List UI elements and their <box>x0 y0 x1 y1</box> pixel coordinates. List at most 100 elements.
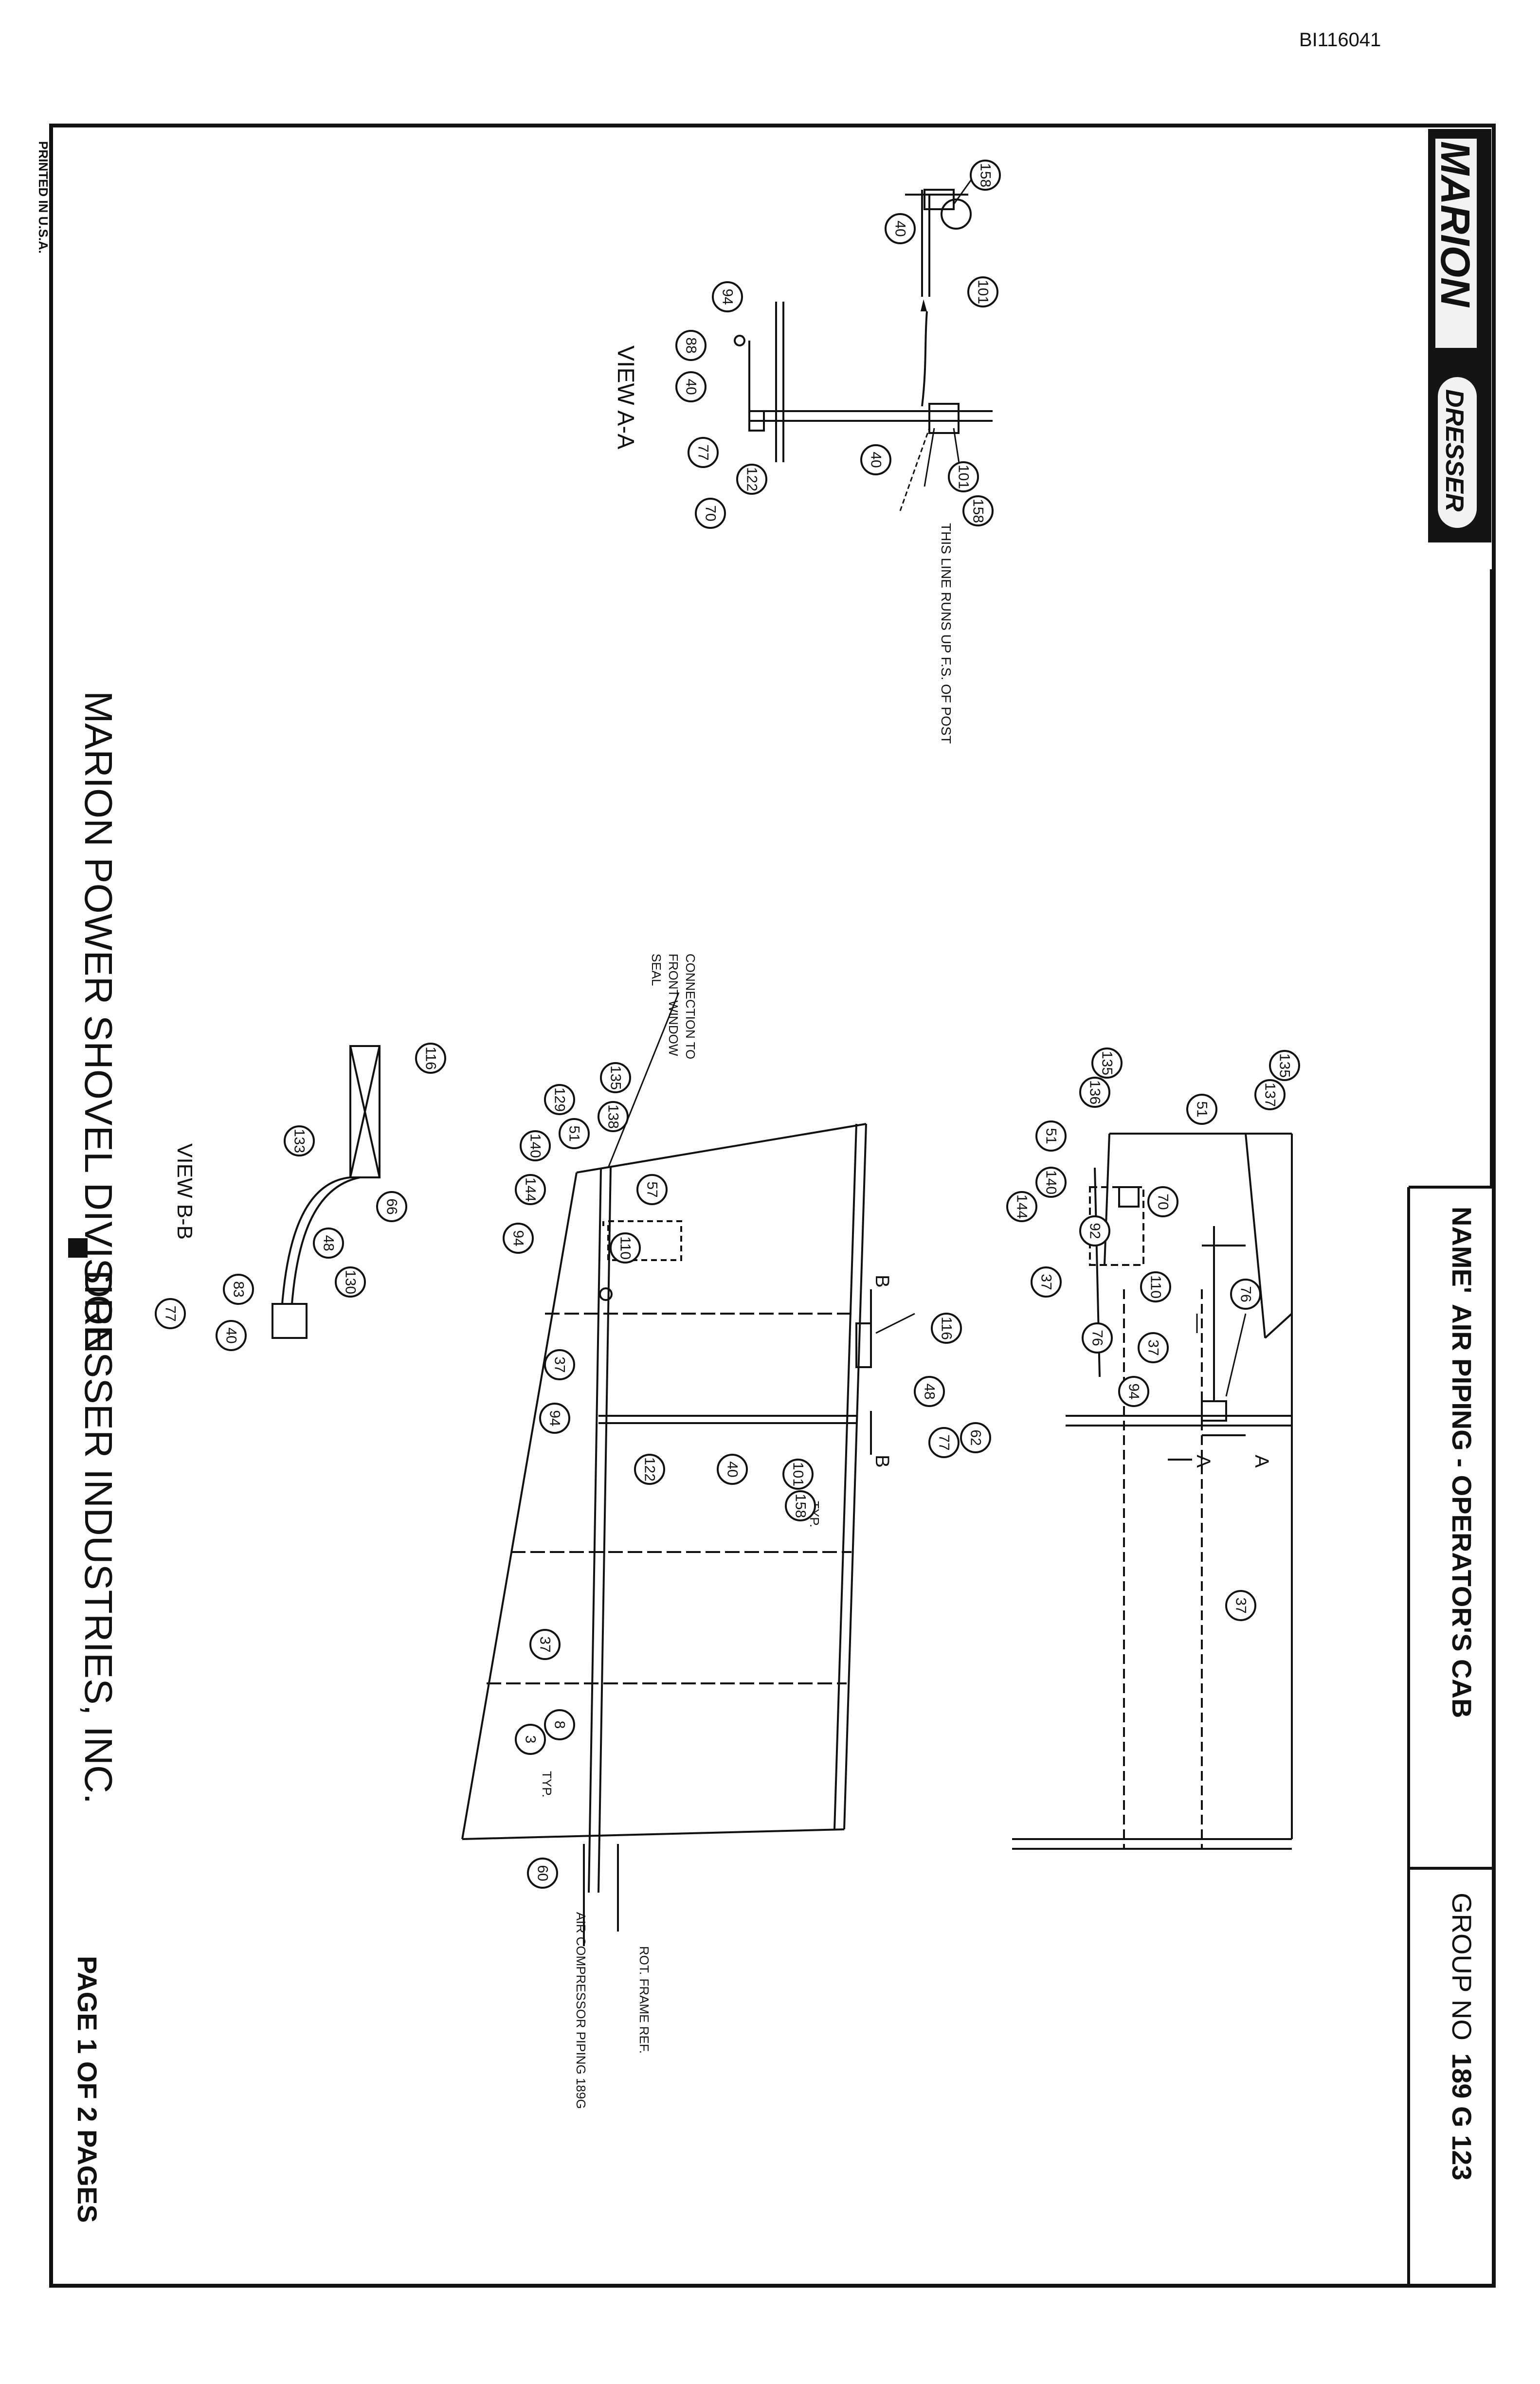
callout-label: 8 <box>552 1721 568 1729</box>
callout-label: 77 <box>936 1434 952 1450</box>
company-text: DRESSER INDUSTRIES, INC. <box>77 1270 120 1804</box>
callout-label: 76 <box>1238 1286 1254 1302</box>
name-label: NAME' <box>1447 1207 1477 1293</box>
side-elevation <box>1012 1133 1293 1850</box>
callout-label: 48 <box>922 1383 938 1399</box>
callout-bb-48: 48 <box>313 1228 344 1259</box>
callout-bb-116: 116 <box>415 1043 446 1074</box>
callout-aa-77: 77 <box>688 437 719 468</box>
callout-cm-37b: 37 <box>529 1629 561 1660</box>
callout-label: 110 <box>617 1236 634 1260</box>
callout-label: 133 <box>291 1129 308 1153</box>
callout-aa-70: 70 <box>695 498 726 529</box>
callout-aa-94: 94 <box>712 281 743 312</box>
callout-tr-136: 136 <box>1079 1077 1110 1108</box>
callout-label: 137 <box>1262 1083 1278 1107</box>
callout-label: 136 <box>1087 1080 1103 1104</box>
callout-aa-40c: 40 <box>860 444 891 475</box>
callout-cm-51: 51 <box>559 1118 590 1149</box>
callout-label: 57 <box>644 1181 660 1197</box>
callout-label: 37 <box>537 1636 553 1652</box>
callout-label: 130 <box>343 1270 359 1294</box>
callout-label: 101 <box>975 280 991 304</box>
connection-note-1: CONNECTION TO <box>683 954 698 1059</box>
callout-tr-110: 110 <box>1140 1271 1171 1302</box>
callout-label: 37 <box>1145 1339 1161 1355</box>
callout-label: 62 <box>968 1429 984 1445</box>
callout-bb-83: 83 <box>223 1274 254 1305</box>
dresser-text: DRESSER <box>1440 389 1468 512</box>
callout-label: 48 <box>321 1235 337 1251</box>
callout-label: 92 <box>1087 1223 1103 1239</box>
callout-label: 60 <box>535 1865 551 1881</box>
group-value: 189 G 123 <box>1447 2053 1477 2181</box>
callout-label: 122 <box>744 467 760 491</box>
callout-cm-57: 57 <box>636 1174 668 1205</box>
callout-label: 101 <box>956 465 972 489</box>
callout-label: 101 <box>790 1462 806 1486</box>
view-aa <box>734 189 993 462</box>
callout-aa-122: 122 <box>736 464 767 495</box>
callout-bubbles: 158 40 101 94 88 40 77 70 122 40 101 158 135 137 51 135… <box>155 160 1300 1889</box>
connection-note-3: SEAL <box>649 954 664 986</box>
section-markers <box>870 1245 1246 1455</box>
callout-tr-37b: 37 <box>1138 1332 1169 1363</box>
group-label: GROUP NO <box>1447 1893 1477 2041</box>
callout-cm-62: 62 <box>960 1422 991 1453</box>
callout-bb-40: 40 <box>216 1320 247 1351</box>
callout-label: 135 <box>608 1066 624 1090</box>
callout-label: 94 <box>1126 1383 1142 1399</box>
callout-label: 37 <box>1038 1274 1054 1290</box>
callout-label: 51 <box>1194 1101 1210 1117</box>
callout-tr-51b: 51 <box>1035 1120 1067 1152</box>
callout-cm-122: 122 <box>634 1454 665 1485</box>
marion-text: MARION <box>1432 141 1478 308</box>
callout-cm-40: 40 <box>717 1454 748 1485</box>
callout-aa-101b: 101 <box>948 461 979 492</box>
callout-label: 77 <box>163 1305 179 1321</box>
callout-label: 140 <box>527 1134 544 1158</box>
cab-view <box>461 1123 872 1946</box>
callout-cm-116: 116 <box>931 1313 962 1344</box>
view-aa-label: VIEW A-A <box>613 345 638 449</box>
callout-label: 37 <box>552 1356 568 1373</box>
air-comp-note: AIR COMPRESSOR PIPING 189G <box>574 1912 588 2109</box>
drawing-border <box>49 124 1496 2288</box>
callout-tr-140: 140 <box>1035 1167 1067 1198</box>
callout-cm-129: 129 <box>544 1084 575 1115</box>
callout-label: 116 <box>423 1047 439 1070</box>
callout-aa-88: 88 <box>675 330 707 361</box>
callout-aa-40b: 40 <box>675 371 707 402</box>
callout-label: 140 <box>1043 1170 1059 1194</box>
callout-label: 158 <box>978 163 994 187</box>
view-bb <box>272 1045 380 1339</box>
callout-cm-48: 48 <box>914 1376 945 1407</box>
callout-bb-66: 66 <box>376 1191 407 1222</box>
callout-tr-135b: 135 <box>1091 1048 1123 1079</box>
callout-label: 94 <box>547 1410 563 1426</box>
callout-bb-130: 130 <box>335 1266 366 1298</box>
connection-note-2: FRONT WINDOW <box>666 954 681 1056</box>
callout-cm-110: 110 <box>610 1232 641 1264</box>
callout-label: 144 <box>1014 1194 1030 1219</box>
callout-label: 122 <box>642 1457 658 1481</box>
callout-aa-158b: 158 <box>962 495 994 526</box>
callout-label: 83 <box>231 1281 247 1297</box>
callout-label: 51 <box>566 1125 582 1141</box>
callout-label: 138 <box>605 1104 621 1129</box>
page-text: PAGE 1 OF 2 PAGES <box>72 1956 103 2223</box>
section-a-top: A <box>1251 1455 1272 1468</box>
callout-label: 94 <box>720 289 736 305</box>
callout-bb-77: 77 <box>155 1298 186 1329</box>
callout-cm-60: 60 <box>527 1858 558 1889</box>
callout-tr-37c: 37 <box>1225 1590 1256 1621</box>
callout-tr-137: 137 <box>1254 1079 1286 1110</box>
printed-text: PRINTED IN U.S.A. <box>36 141 51 253</box>
leader-lines <box>607 170 1247 1397</box>
callout-label: 110 <box>1148 1275 1164 1299</box>
callout-label: 77 <box>695 444 711 460</box>
callout-tr-76a: 76 <box>1230 1279 1261 1310</box>
name-value: AIR PIPING - OPERATOR'S CAB <box>1447 1304 1477 1718</box>
marion-dresser-logo: MARION DRESSER <box>1428 129 1491 542</box>
callout-cm-8: 8 <box>544 1709 575 1740</box>
